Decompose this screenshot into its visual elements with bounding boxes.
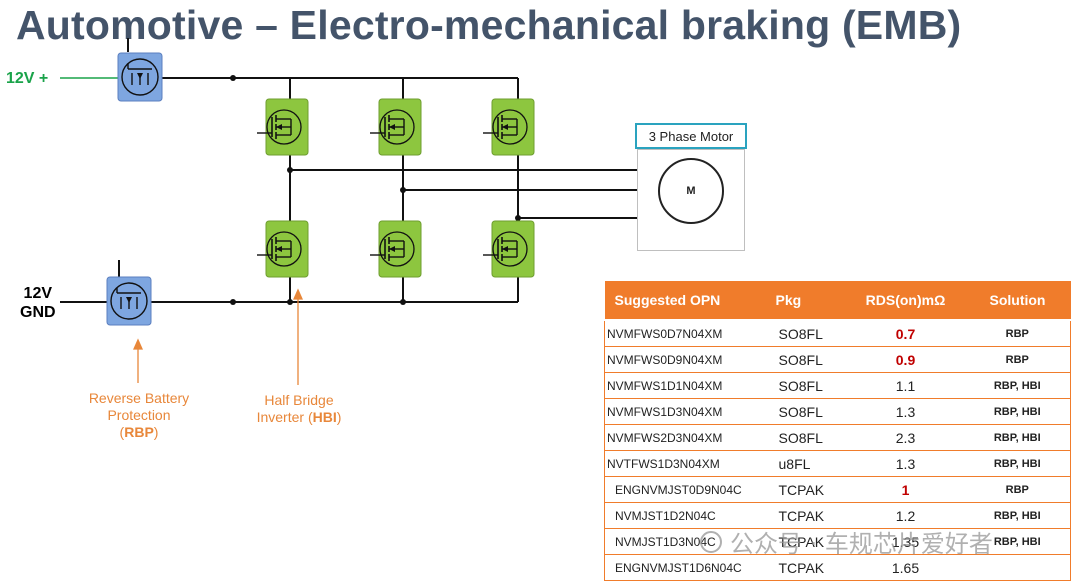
cell-opn: NVTFWS1D3N04XM xyxy=(604,450,775,477)
cell-solution: RBP, HBI xyxy=(964,372,1071,399)
cell-opn: NVMFWS1D3N04XM xyxy=(604,398,775,425)
cell-pkg: SO8FL xyxy=(774,398,847,425)
cell-solution: RBP, HBI xyxy=(964,424,1071,451)
cell-solution: RBP, HBI xyxy=(964,450,1071,477)
hbi-mosfet-high-3 xyxy=(482,98,535,156)
rbp-callout-line3: (RBP) xyxy=(119,424,159,440)
watermark: 公众号 · 车规芯片爱好者 xyxy=(700,524,993,559)
cell-pkg: TCPAK xyxy=(774,502,847,529)
hbi-mosfet-low-2 xyxy=(369,220,422,278)
cell-solution: RBP xyxy=(964,476,1071,503)
callout-arrows xyxy=(132,288,304,385)
ground-label-line1: 12V xyxy=(23,285,53,302)
cell-pkg: SO8FL xyxy=(774,372,847,399)
cell-rds: 1.35 xyxy=(846,528,965,555)
cell-rds: 0.9 xyxy=(846,346,965,373)
header-solution: Solution xyxy=(964,281,1071,321)
hbi-callout-line1: Half Bridge xyxy=(264,392,334,408)
cell-rds: 1.2 xyxy=(846,502,965,529)
cell-rds: 0.7 xyxy=(846,320,965,347)
cell-rds: 1.3 xyxy=(846,398,965,425)
cell-rds: 1.3 xyxy=(846,450,965,477)
wire-junctions xyxy=(230,75,521,305)
cell-pkg: SO8FL xyxy=(774,320,847,347)
cell-pkg: TCPAK xyxy=(774,528,847,555)
hbi-mosfet-high-1 xyxy=(256,98,309,156)
cell-rds: 2.3 xyxy=(846,424,965,451)
suggested-opn-table: Suggested OPN Pkg RDS(on)mΩ Solution NVM… xyxy=(604,281,1071,581)
cell-opn: ENGNVMJST1D6N04C xyxy=(604,554,775,581)
wechat-icon xyxy=(700,530,722,553)
cell-solution: RBP, HBI xyxy=(964,528,1071,555)
cell-pkg: SO8FL xyxy=(774,346,847,373)
hbi-mosfet-high-2 xyxy=(369,98,422,156)
hbi-callout: Half Bridge Inverter (HBI) xyxy=(248,392,350,426)
cell-pkg: u8FL xyxy=(774,450,847,477)
table-header-row: Suggested OPN Pkg RDS(on)mΩ Solution xyxy=(604,281,1071,321)
cell-opn: NVMFWS0D9N04XM xyxy=(604,346,775,373)
hbi-mosfet-low-1 xyxy=(256,220,309,278)
motor-label: 3 Phase Motor xyxy=(635,123,747,149)
cell-rds: 1.1 xyxy=(846,372,965,399)
cell-opn: NVMJST1D3N04C xyxy=(604,528,775,555)
motor-box: M xyxy=(637,149,745,251)
rbp-mosfet-bottom xyxy=(106,276,152,326)
motor-symbol: M xyxy=(658,158,724,224)
watermark-text: 公众号 · 车规芯片爱好者 xyxy=(730,530,993,558)
cell-solution: RBP xyxy=(964,346,1071,373)
cell-opn: NVMFWS0D7N04XM xyxy=(604,320,775,347)
cell-solution: RBP xyxy=(964,320,1071,347)
hbi-callout-line2: Inverter (HBI) xyxy=(256,409,342,425)
cell-solution: RBP, HBI xyxy=(964,398,1071,425)
ground-label-line2: GND xyxy=(20,304,56,321)
cell-solution xyxy=(964,554,1071,581)
rbp-mosfet-top xyxy=(117,52,163,102)
cell-opn: NVMJST1D2N04C xyxy=(604,502,775,529)
header-rds: RDS(on)mΩ xyxy=(846,281,965,321)
cell-pkg: TCPAK xyxy=(774,476,847,503)
supply-positive-label: 12V + xyxy=(6,70,49,87)
supply-ground-label: 12V GND xyxy=(20,284,56,322)
rbp-callout-line1: Reverse Battery xyxy=(88,390,190,406)
cell-rds: 1.65 xyxy=(846,554,965,581)
page-title: Automotive – Electro-mechanical braking … xyxy=(16,2,962,48)
rbp-callout-line2: Protection xyxy=(107,407,171,423)
header-pkg: Pkg xyxy=(774,281,847,321)
cell-solution: RBP, HBI xyxy=(964,502,1071,529)
hbi-mosfet-low-3 xyxy=(482,220,535,278)
cell-rds: 1 xyxy=(846,476,965,503)
cell-pkg: TCPAK xyxy=(774,554,847,581)
rbp-callout: Reverse Battery Protection (RBP) xyxy=(84,390,194,441)
header-opn: Suggested OPN xyxy=(604,281,775,321)
cell-opn: NVMFWS1D1N04XM xyxy=(604,372,775,399)
cell-pkg: SO8FL xyxy=(774,424,847,451)
cell-opn: ENGNVMJST0D9N04C xyxy=(604,476,775,503)
cell-opn: NVMFWS2D3N04XM xyxy=(604,424,775,451)
